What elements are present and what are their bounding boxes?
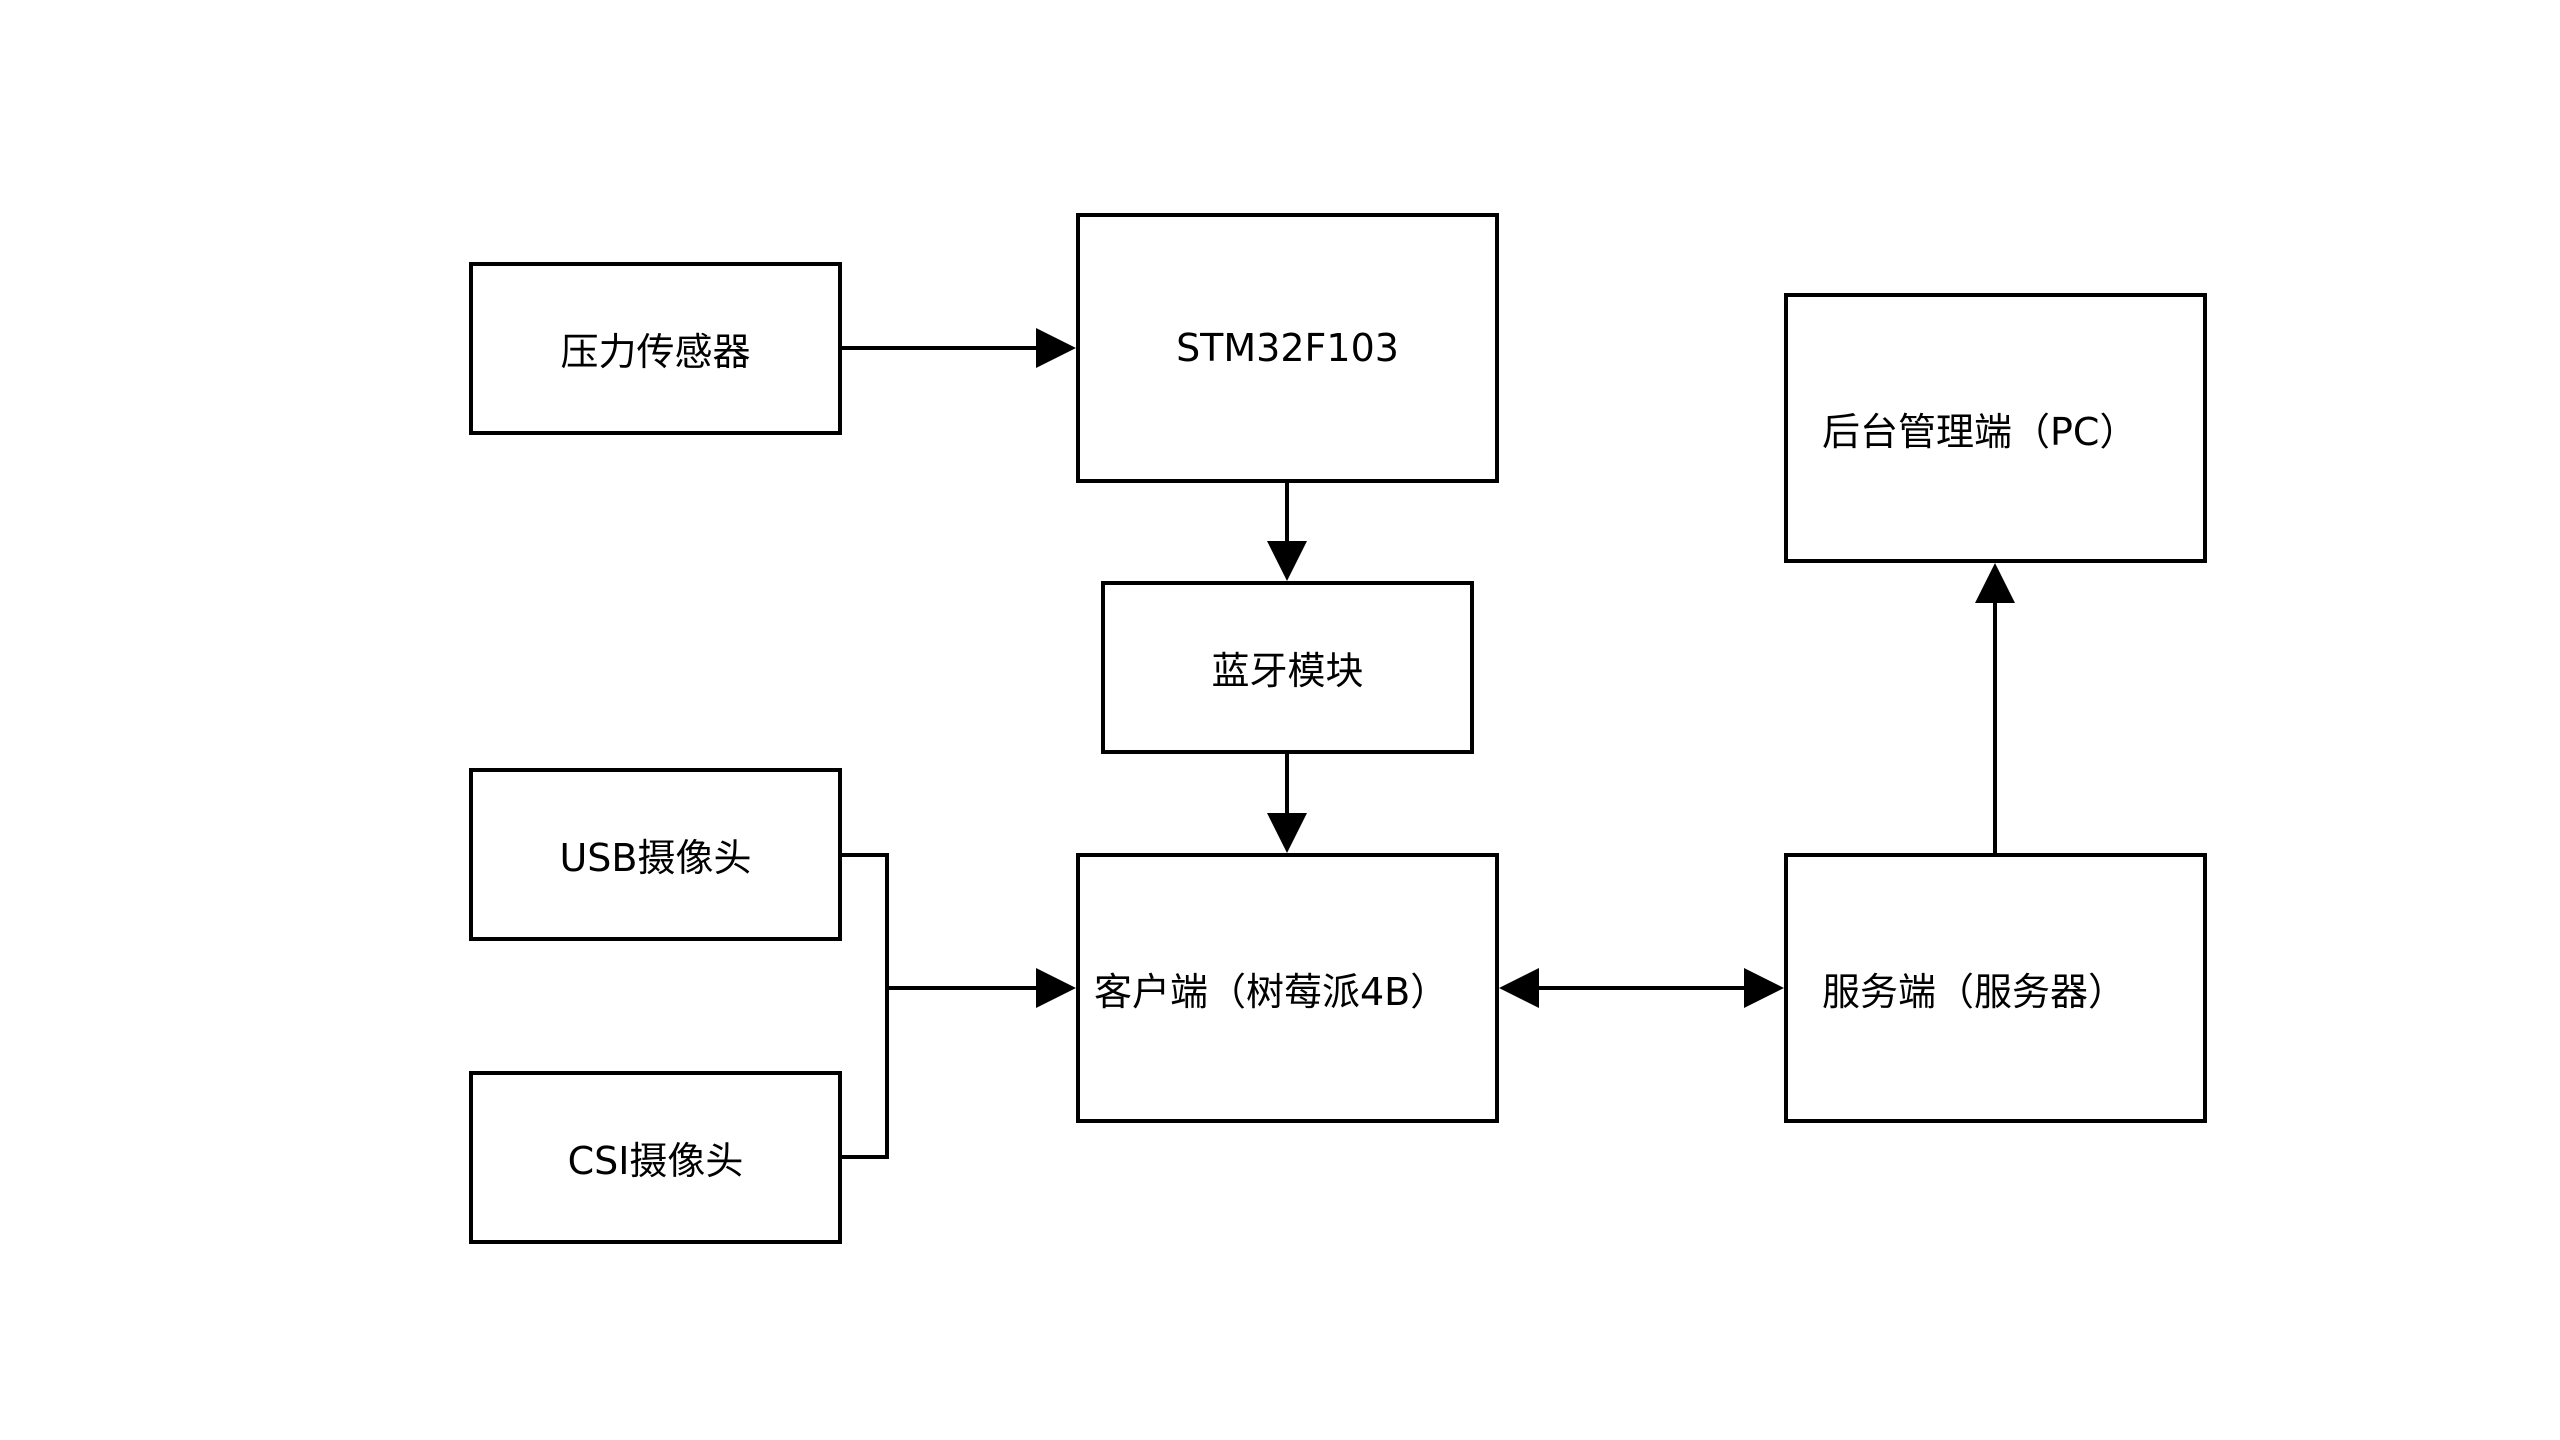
node-server: 服务端（服务器） [1784, 853, 2207, 1123]
node-pressure-sensor-label: 压力传感器 [560, 330, 751, 374]
node-admin-console: 后台管理端（PC） [1784, 293, 2207, 563]
node-csi-camera: CSI摄像头 [469, 1071, 842, 1244]
node-usb-camera: USB摄像头 [469, 768, 842, 941]
node-admin-console-label: 后台管理端（PC） [1822, 409, 2138, 454]
node-client: 客户端（树莓派4B） [1076, 853, 1499, 1123]
node-stm32-label: STM32F103 [1176, 326, 1399, 370]
node-bluetooth-module-label: 蓝牙模块 [1211, 649, 1364, 693]
node-pressure-sensor: 压力传感器 [469, 262, 842, 435]
node-usb-camera-label: USB摄像头 [559, 836, 752, 880]
node-bluetooth-module: 蓝牙模块 [1101, 581, 1474, 754]
node-csi-camera-label: CSI摄像头 [567, 1139, 744, 1183]
node-client-label: 客户端（树莓派4B） [1094, 969, 1449, 1014]
node-server-label: 服务端（服务器） [1822, 969, 2127, 1014]
edge-cameras-merge-bracket [842, 853, 889, 1159]
node-stm32: STM32F103 [1076, 213, 1499, 483]
